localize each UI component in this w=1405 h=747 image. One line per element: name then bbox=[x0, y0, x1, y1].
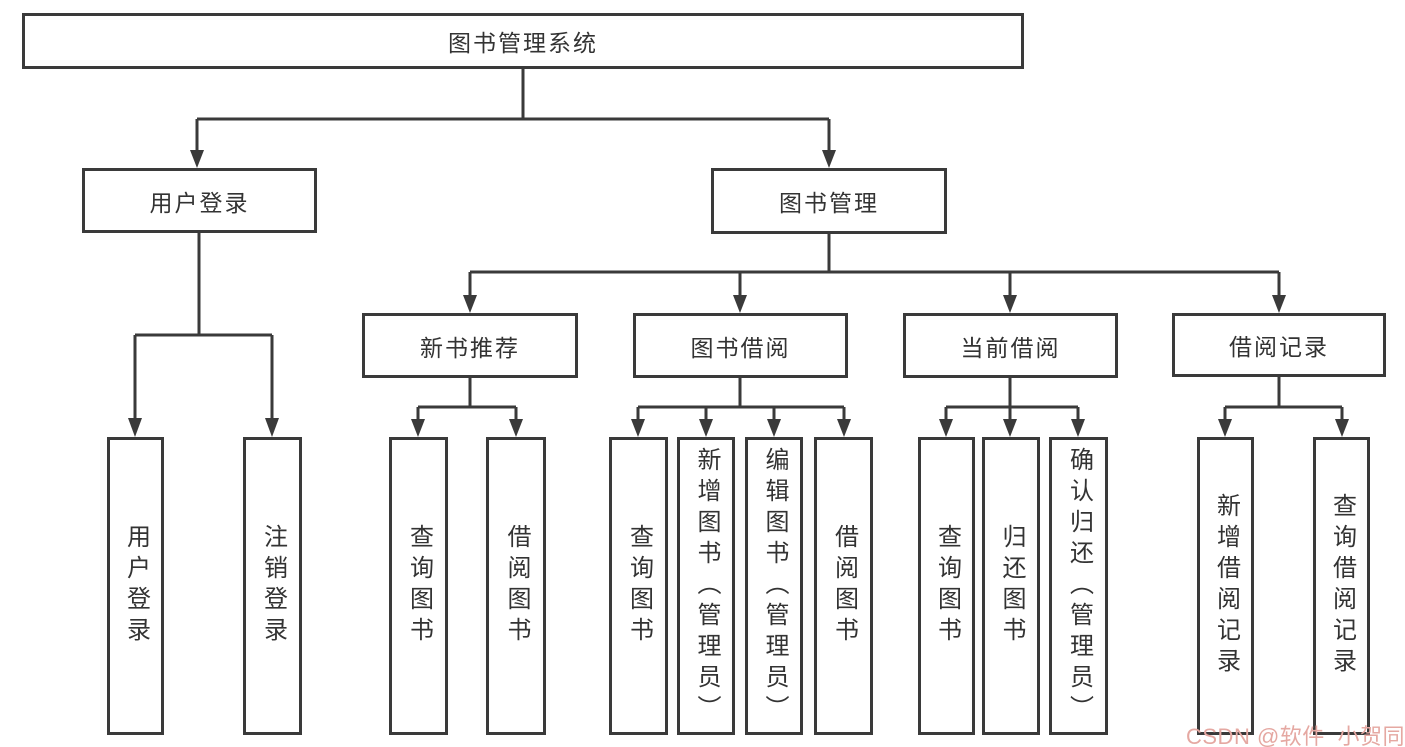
leaf-query-record: 查询借阅记录 bbox=[1313, 437, 1370, 735]
connector-root-branch bbox=[195, 68, 831, 151]
node-user-login: 用户登录 bbox=[82, 168, 317, 233]
connector-book-borrow-branch bbox=[636, 377, 846, 421]
leaf-borrow-book-1-label: 借阅图书 bbox=[503, 524, 530, 648]
arrowheads-root-branch bbox=[190, 150, 836, 168]
leaf-add-book-label: 新增图书（管理员） bbox=[693, 446, 720, 726]
leaf-logout: 注销登录 bbox=[243, 437, 302, 735]
leaf-query-record-label: 查询借阅记录 bbox=[1328, 493, 1356, 679]
node-new-book-rec: 新书推荐 bbox=[362, 313, 578, 378]
leaf-add-record: 新增借阅记录 bbox=[1197, 437, 1254, 735]
connector-book-mgmt-branch bbox=[468, 234, 1281, 297]
connector-current-borrow-branch bbox=[944, 377, 1080, 421]
leaf-add-book: 新增图书（管理员） bbox=[677, 437, 735, 735]
leaf-user-login-label: 用户登录 bbox=[122, 524, 150, 648]
connector-borrow-records-branch bbox=[1223, 377, 1344, 421]
arrowheads-new-book-rec-branch bbox=[411, 419, 523, 437]
connector-new-book-rec-branch bbox=[416, 377, 518, 421]
arrowheads-book-borrow-branch bbox=[631, 419, 851, 437]
arrowheads-current-borrow-branch bbox=[939, 419, 1085, 437]
node-book-mgmt: 图书管理 bbox=[711, 168, 947, 234]
leaf-borrow-book-1: 借阅图书 bbox=[486, 437, 546, 735]
arrowheads-borrow-records-branch bbox=[1218, 419, 1349, 437]
connector-user-login-branch bbox=[133, 232, 274, 420]
leaf-query-book-3: 查询图书 bbox=[918, 437, 975, 735]
leaf-edit-book: 编辑图书（管理员） bbox=[745, 437, 803, 735]
leaf-return-book-label: 归还图书 bbox=[998, 524, 1025, 648]
leaf-query-book-3-label: 查询图书 bbox=[933, 524, 961, 648]
leaf-borrow-book-2-label: 借阅图书 bbox=[830, 524, 858, 648]
node-borrow-records: 借阅记录 bbox=[1172, 313, 1386, 377]
node-book-borrow: 图书借阅 bbox=[633, 313, 848, 378]
leaf-query-book-2-label: 查询图书 bbox=[625, 524, 653, 648]
leaf-add-record-label: 新增借阅记录 bbox=[1212, 493, 1240, 679]
node-current-borrow: 当前借阅 bbox=[903, 313, 1118, 378]
leaf-query-book-1-label: 查询图书 bbox=[405, 524, 433, 648]
leaf-confirm-return: 确认归还（管理员） bbox=[1049, 437, 1108, 735]
leaf-edit-book-label: 编辑图书（管理员） bbox=[761, 446, 788, 726]
arrowheads-user-login-branch bbox=[128, 418, 279, 437]
arrowheads-book-mgmt-branch bbox=[463, 295, 1286, 313]
leaf-confirm-return-label: 确认归还（管理员） bbox=[1065, 446, 1093, 726]
leaf-query-book-1: 查询图书 bbox=[389, 437, 448, 735]
leaf-query-book-2: 查询图书 bbox=[609, 437, 668, 735]
leaf-logout-label: 注销登录 bbox=[259, 524, 287, 648]
watermark-text: CSDN @软件_小贺同学 bbox=[1186, 724, 1405, 747]
leaf-return-book: 归还图书 bbox=[982, 437, 1040, 735]
leaf-user-login: 用户登录 bbox=[107, 437, 164, 735]
node-root: 图书管理系统 bbox=[22, 13, 1024, 69]
leaf-borrow-book-2: 借阅图书 bbox=[814, 437, 873, 735]
